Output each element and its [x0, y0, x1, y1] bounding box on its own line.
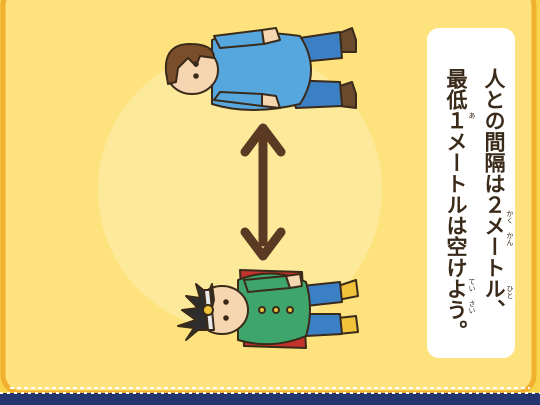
- person-green-jacket: [177, 269, 359, 349]
- message-line-2: 最低１メートルは空けよう。: [444, 68, 468, 341]
- message-card: [427, 28, 515, 358]
- footer-bar: [0, 393, 540, 405]
- double-arrow-icon: [240, 123, 286, 261]
- furigana-a: あ: [468, 112, 476, 119]
- furigana-kan: かん: [506, 232, 514, 246]
- message-line-1: 人との間隔は２メートル、: [482, 68, 506, 320]
- furigana-kaku: かく: [506, 210, 514, 224]
- person-blue-shirt: [164, 27, 357, 111]
- furigana-tei: てい: [468, 278, 476, 292]
- furigana-sai: さい: [468, 300, 476, 314]
- furigana-hito: ひと: [506, 285, 514, 299]
- background-circle: [98, 48, 382, 332]
